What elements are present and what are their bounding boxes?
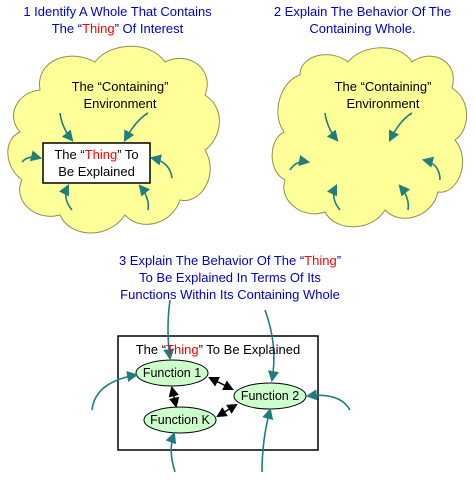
thing-box-line-1: The “Thing” To xyxy=(54,147,139,162)
env-arrow xyxy=(421,156,441,181)
thing-box-label: The “Thing” To Be Explained xyxy=(43,146,150,180)
step-2-caption: 2 Explain The Behavior Of The Containing… xyxy=(250,3,475,37)
function-k-label: Function K xyxy=(150,413,210,427)
system-box-title: The “Thing” To Be Explained xyxy=(135,342,301,357)
step-2-line-1: 2 Explain The Behavior Of The xyxy=(273,4,452,19)
cloud-left-environment-label: The “Containing” Environment xyxy=(55,78,185,112)
env-arrow xyxy=(163,299,175,361)
env-arrow xyxy=(149,154,173,179)
step-1-caption: 1 Identify A Whole That Contains The “Th… xyxy=(0,3,235,37)
env-arrow xyxy=(398,184,411,211)
env-arrow xyxy=(324,112,339,142)
step-1-line-2: The “Thing” Of Interest xyxy=(51,21,184,36)
env-arrow xyxy=(123,112,149,142)
step-3-caption: 3 Explain The Behavior Of The “Thing” To… xyxy=(80,252,380,303)
interaction-arrow-k-2 xyxy=(216,403,238,418)
function-1-label: Function 1 xyxy=(143,366,201,380)
environment-line-1: The “Containing” xyxy=(71,79,169,94)
step-1-line-1: 1 Identify A Whole That Contains xyxy=(23,4,212,19)
step-2-line-2: Containing Whole. xyxy=(309,21,416,36)
thing-highlight: Thing xyxy=(166,342,199,357)
step-3-line-3: Functions Within Its Containing Whole xyxy=(120,287,340,302)
thing-box-line-2: Be Explained xyxy=(58,164,135,179)
env-arrow xyxy=(91,370,139,411)
environment-line-2: Environment xyxy=(83,96,157,111)
env-arrow xyxy=(388,112,413,143)
env-arrow xyxy=(138,184,151,211)
thing-highlight: Thing xyxy=(304,253,337,268)
env-arrow xyxy=(58,183,73,211)
environment-cloud-left xyxy=(7,45,220,234)
step-3-line-1: 3 Explain The Behavior Of The “Thing” xyxy=(118,253,342,268)
thing-highlight: Thing xyxy=(82,21,115,36)
function-k-node xyxy=(143,406,217,434)
function-2-label: Function 2 xyxy=(241,389,299,403)
env-arrow xyxy=(165,431,177,473)
env-arrow xyxy=(264,309,280,383)
environment-line-2: Environment xyxy=(346,96,420,111)
interaction-arrow-1-k xyxy=(168,385,180,409)
thing-box xyxy=(42,142,151,184)
cloud-right-environment-label: The “Containing” Environment xyxy=(318,78,448,112)
env-arrow xyxy=(59,112,74,142)
env-arrow xyxy=(289,155,311,171)
thing-highlight: Thing xyxy=(84,147,118,162)
environment-line-1: The “Containing” xyxy=(334,79,432,94)
step-3-line-2: To Be Explained In Terms Of Its xyxy=(139,270,321,285)
env-arrow xyxy=(261,407,274,473)
env-arrow xyxy=(21,150,43,163)
interaction-arrow-1-2 xyxy=(208,377,234,390)
env-arrow xyxy=(326,183,341,211)
env-arrow xyxy=(305,389,351,411)
environment-cloud-right xyxy=(271,47,468,228)
